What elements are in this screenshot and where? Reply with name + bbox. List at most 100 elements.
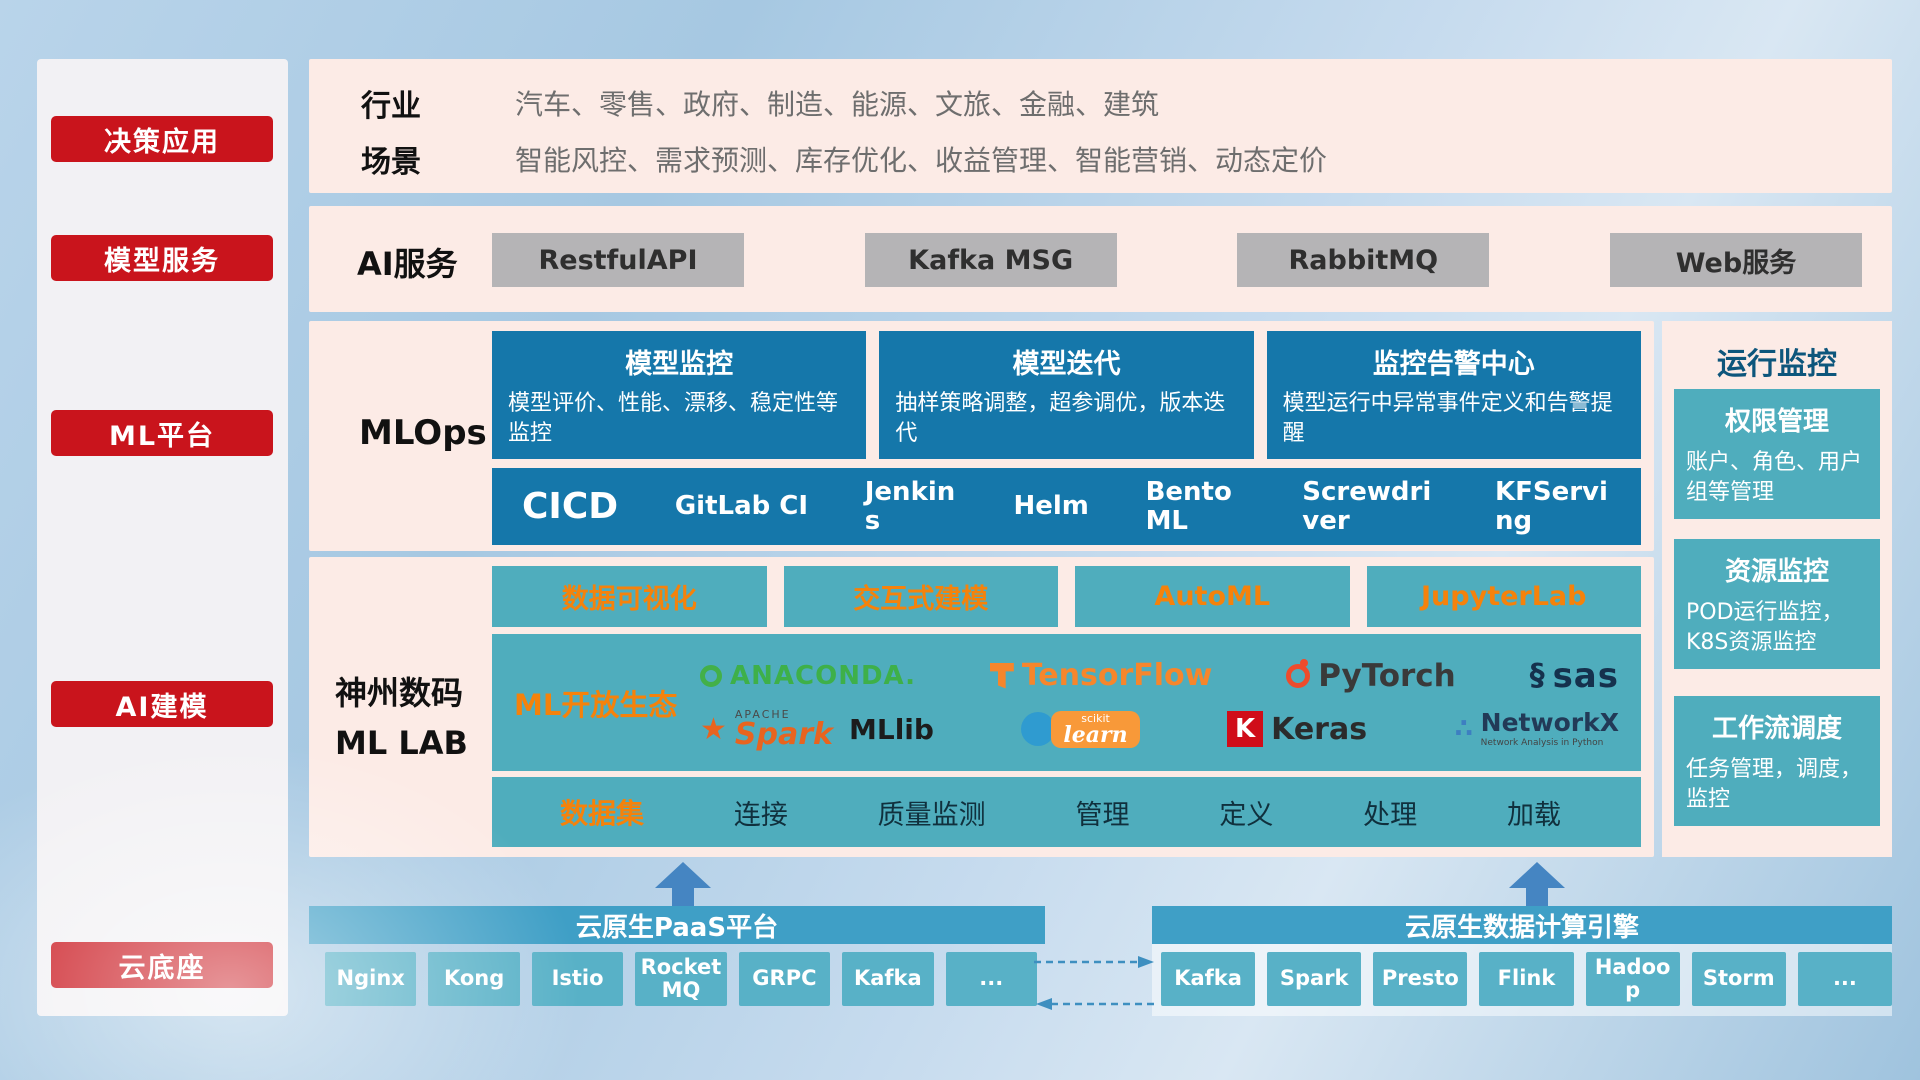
ai-service-label: AI服务: [357, 245, 458, 283]
pytorch-icon: [1286, 658, 1311, 688]
paas-chips: Nginx Kong Istio RocketMQ GRPC Kafka ...: [325, 952, 1037, 1006]
model-monitoring-card: 模型监控 模型评价、性能、漂移、稳定性等监控: [492, 331, 867, 459]
chip-nginx: Nginx: [325, 952, 417, 1006]
scenario-label: 场景: [361, 145, 421, 180]
rabbitmq-button: RabbitMQ: [1237, 233, 1490, 287]
dataset-label: 数据集: [560, 797, 645, 830]
keras-logo: K Keras: [1227, 711, 1367, 747]
chip-kafka: Kafka: [1161, 952, 1256, 1006]
chip-storm: Storm: [1691, 952, 1786, 1006]
ml-open-ecosystem-box: ML开放生态 ANACONDA. TensorFlow PyTorch: [492, 634, 1641, 771]
cicd-item-kfserving: KFServing: [1494, 477, 1608, 536]
chip-rocketmq: RocketMQ: [635, 952, 727, 1006]
mlops-label: MLOps: [359, 413, 487, 453]
sidebar-item-ai-modeling: AI建模: [51, 681, 273, 727]
cicd-item-screwdriver: Screwdriver: [1302, 477, 1432, 536]
dashed-exchange-arrows-icon: [1034, 956, 1154, 1010]
dataset-item-quality: 质量监测: [877, 799, 986, 831]
mllab-label-line2: ML LAB: [335, 723, 468, 762]
cicd-item-helm: Helm: [1013, 491, 1089, 522]
sidebar-item-decision-apps: 决策应用: [51, 116, 273, 162]
mllib-wordmark: MLlib: [848, 712, 934, 746]
card-desc: 账户、角色、用户组等管理: [1686, 450, 1863, 505]
chip-more: ...: [1797, 952, 1892, 1006]
runtime-monitor-title: 运行监控: [1717, 347, 1837, 382]
ai-service-band: AI服务 RestfulAPI Kafka MSG RabbitMQ Web服务: [309, 206, 1892, 312]
networkx-wordmark: NetworkX Network Analysis in Python: [1480, 708, 1619, 749]
card-desc: 模型运行中异常事件定义和告警提醒: [1282, 391, 1613, 446]
cicd-item-gitlab-ci: GitLab CI: [674, 491, 809, 522]
keras-icon: K: [1227, 711, 1264, 747]
ai-service-buttons: RestfulAPI Kafka MSG RabbitMQ Web服务: [492, 233, 1862, 287]
anaconda-icon: [700, 664, 722, 687]
pytorch-logo: PyTorch: [1286, 658, 1456, 694]
mlops-cards: 模型监控 模型评价、性能、漂移、稳定性等监控 模型迭代 抽样策略调整，超参调优，…: [492, 331, 1641, 459]
automl-button: AutoML: [1075, 566, 1350, 627]
industry-scenario-band: 行业 汽车、零售、政府、制造、能源、文旅、金融、建筑 场景 智能风控、需求预测、…: [309, 59, 1892, 193]
card-desc: POD运行监控，K8S资源监控: [1686, 600, 1844, 655]
eco-label: ML开放生态: [514, 687, 678, 722]
card-desc: 任务管理，调度，监控: [1686, 757, 1863, 812]
chip-kong: Kong: [428, 952, 520, 1006]
networkx-label: NetworkX: [1480, 708, 1619, 738]
sas-logo: § sas: [1530, 656, 1619, 696]
sidebar-item-ml-platform: ML平台: [51, 410, 273, 456]
pytorch-wordmark: PyTorch: [1318, 657, 1456, 694]
dataset-item-define: 定义: [1219, 799, 1274, 831]
card-title: 监控告警中心: [1372, 349, 1535, 380]
dataset-bar: 数据集 连接 质量监测 管理 定义 处理 加载: [492, 777, 1641, 847]
paas-platform-bar: 云原生PaaS平台: [309, 906, 1045, 944]
sidebar-item-cloud-base: 云底座: [51, 942, 273, 988]
scenario-row: 场景 智能风控、需求预测、库存优化、收益管理、智能营销、动态定价: [361, 133, 1892, 185]
mllab-label: 神州数码 ML LAB: [335, 669, 468, 768]
chip-kafka: Kafka: [842, 952, 934, 1006]
mlops-band: MLOps 模型监控 模型评价、性能、漂移、稳定性等监控 模型迭代 抽样策略调整…: [309, 321, 1654, 551]
spark-star-icon: ★: [700, 711, 727, 747]
chip-spark: Spark: [1267, 952, 1362, 1006]
cicd-item-bentoml: BentoML: [1145, 477, 1232, 536]
chip-istio: Istio: [531, 952, 624, 1006]
data-engine-bar: 云原生数据计算引擎: [1152, 906, 1892, 944]
chip-flink: Flink: [1479, 952, 1574, 1006]
chip-more: ...: [945, 952, 1037, 1006]
engine-chips: Kafka Spark Presto Flink Hadoop Storm ..…: [1161, 952, 1892, 1006]
dataset-item-connect: 连接: [733, 799, 788, 831]
anaconda-logo: ANACONDA.: [700, 661, 916, 691]
industry-row: 行业 汽车、零售、政府、制造、能源、文旅、金融、建筑: [361, 77, 1892, 129]
spark-label: Spark: [734, 716, 833, 752]
mllab-label-line1: 神州数码: [335, 674, 464, 712]
apache-label: APACHE: [734, 707, 791, 721]
chip-presto: Presto: [1373, 952, 1468, 1006]
card-title: 权限管理: [1724, 407, 1829, 437]
dataset-item-process: 处理: [1363, 799, 1418, 831]
arrow-stem: [1526, 888, 1548, 906]
model-iteration-card: 模型迭代 抽样策略调整，超参调优，版本迭代: [879, 331, 1254, 459]
mllab-band: 神州数码 ML LAB 数据可视化 交互式建模 AutoML JupyterLa…: [309, 557, 1654, 857]
anaconda-wordmark: ANACONDA.: [730, 660, 917, 691]
sas-swirl-icon: §: [1529, 658, 1545, 693]
alert-center-card: 监控告警中心 模型运行中异常事件定义和告警提醒: [1266, 331, 1641, 459]
arrow-stem: [672, 888, 694, 906]
up-arrow-icon: [655, 862, 711, 906]
scikit-learn-wordmark: scikit learn: [1051, 710, 1140, 748]
up-arrow-icon: [1509, 862, 1565, 906]
keras-wordmark: Keras: [1271, 711, 1368, 747]
eco-row-2: ★ APACHE Spark MLlib scikit learn: [692, 709, 1627, 750]
workflow-scheduling-card: 工作流调度 任务管理，调度，监控: [1674, 696, 1880, 826]
scenario-list: 智能风控、需求预测、库存优化、收益管理、智能营销、动态定价: [515, 144, 1328, 177]
web-service-button: Web服务: [1609, 233, 1862, 287]
networkx-subtitle: Network Analysis in Python: [1480, 738, 1604, 749]
card-desc: 模型评价、性能、漂移、稳定性等监控: [508, 391, 839, 446]
dataset-item-load: 加载: [1506, 799, 1561, 831]
scikit-learn-icon: [1021, 712, 1056, 746]
networkx-logo: ∴ NetworkX Network Analysis in Python: [1454, 708, 1619, 749]
mllab-feature-buttons: 数据可视化 交互式建模 AutoML JupyterLab: [492, 566, 1641, 627]
chip-grpc: GRPC: [738, 952, 831, 1006]
runtime-monitor-column: 运行监控 权限管理 账户、角色、用户组等管理 资源监控 POD运行监控，K8S资…: [1662, 321, 1892, 857]
jupyterlab-button: JupyterLab: [1366, 566, 1641, 627]
networkx-icon: ∴: [1454, 714, 1473, 744]
interactive-modeling-button: 交互式建模: [783, 566, 1058, 627]
left-category-sidebar: 决策应用 模型服务 ML平台 AI建模 云底座: [37, 59, 288, 1016]
learn-label: learn: [1063, 721, 1128, 748]
card-desc: 抽样策略调整，超参调优，版本迭代: [895, 391, 1226, 446]
